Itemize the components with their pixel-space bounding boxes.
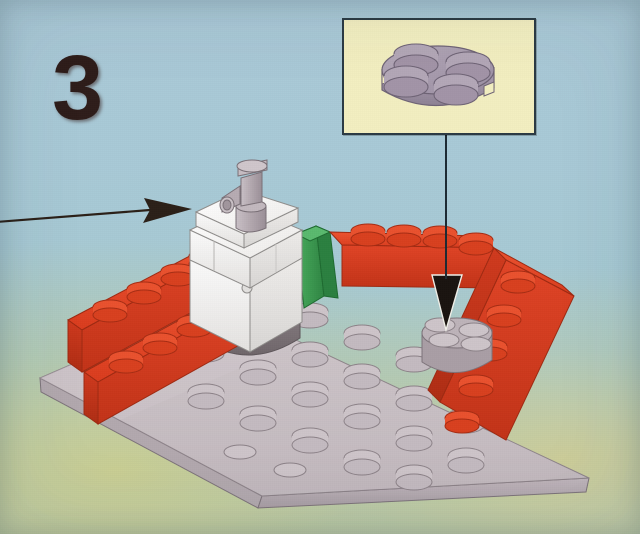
round-2x2-plate-illustration — [381, 43, 495, 107]
green-brick — [294, 225, 339, 309]
part-placement-arrow — [431, 274, 463, 333]
part-detail-inset — [342, 18, 536, 135]
gray-tap-piece — [219, 159, 268, 233]
assembly-direction-arrow — [0, 198, 192, 223]
step-number: 3 — [52, 37, 104, 139]
callout-pointer-line — [445, 131, 447, 279]
red-brick-back-right — [328, 223, 496, 289]
placed-round-plate — [421, 317, 493, 373]
